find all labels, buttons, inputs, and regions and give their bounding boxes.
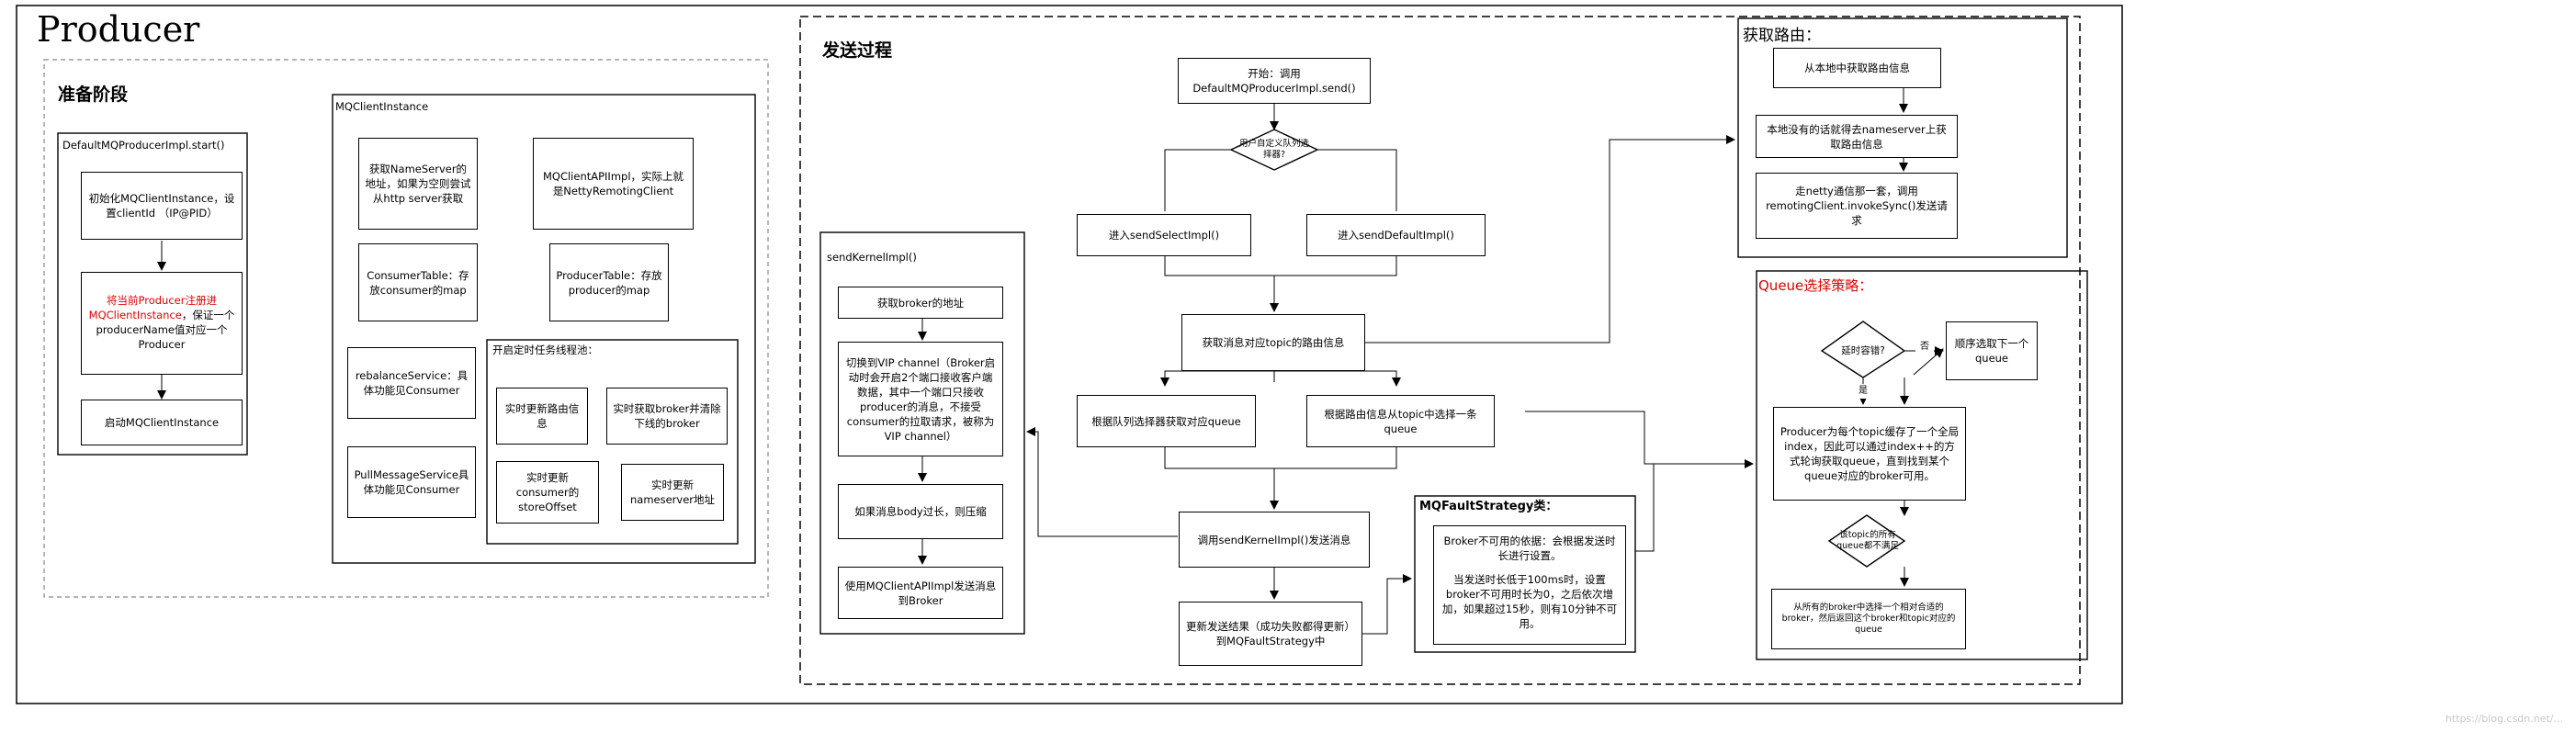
all-unavailable-text: 该topic的所有queue都不满足 <box>1836 530 1899 551</box>
kernel-call-box: 调用sendKernelImpl()发送消息 <box>1179 512 1370 568</box>
fault-frame <box>1414 495 1636 653</box>
prep-frame <box>43 59 769 598</box>
init-box: 初始化MQClientInstance，设置clientId （IP@PID） <box>81 172 243 240</box>
prep-heading: 准备阶段 <box>58 84 129 105</box>
send-start-box: 开始：调用DefaultMQProducerImpl.send() <box>1178 58 1371 104</box>
route-netty-box: 走netty通信那一套，调用remotingClient.invokeSync(… <box>1756 173 1958 239</box>
fault-box: Broker不可用的依据：会根据发送时长进行设置。 当发送时长低于100ms时，… <box>1433 525 1626 645</box>
custom-selector-diamond <box>1229 129 1319 171</box>
default-impl-box: 进入sendDefaultImpl() <box>1306 214 1486 256</box>
consumer-table-box: ConsumerTable：存放consumer的map <box>358 243 478 321</box>
register-rest-text: ，保证一个producerName值对应一个Producer <box>96 309 235 351</box>
send-frame <box>799 16 2081 685</box>
queue-frame <box>1756 270 2088 660</box>
pull-service-box: PullMessageService具体功能见Consumer <box>347 446 476 518</box>
route-local-box: 从本地中获取路由信息 <box>1773 48 1941 88</box>
queue-heading: Queue选择策略： <box>1758 277 1873 294</box>
watermark: https://blog.csdn.net/... <box>2445 713 2563 725</box>
timer-frame <box>486 339 739 545</box>
kernel-frame <box>819 231 1025 635</box>
sequential-box: 顺序选取下一个queue <box>1946 321 2038 380</box>
apiimpl-box: MQClientAPIImpl，实际上就是NettyRemotingClient <box>533 138 694 230</box>
start-instance-box: 启动MQClientInstance <box>81 400 243 445</box>
mqci-frame <box>332 94 756 564</box>
page-title: Producer <box>37 9 200 50</box>
outer-frame <box>16 5 2123 704</box>
producer-index-box: Producer为每个topic缓存了一个全局index，因此可以通过index… <box>1773 407 1966 501</box>
vip-box: 切换到VIP channel（Broker启动时会开启2个端口接收客户端数据，其… <box>838 342 1003 456</box>
topic-route-box: 获取消息对应topic的路由信息 <box>1181 314 1365 371</box>
kernel-label: sendKernelImpl() <box>827 251 917 264</box>
timer-label: 开启定时任务线程池： <box>492 343 598 356</box>
route-frame <box>1737 17 2068 258</box>
all-unavailable-diamond <box>1827 514 1906 568</box>
register-red-text: 将当前Producer注册进MQClientInstance <box>88 294 217 321</box>
producer-table-box: ProducerTable：存放producer的map <box>549 243 669 321</box>
route-nameserver-box: 本地没有的话就得去nameserver上获取路由信息 <box>1756 115 1958 158</box>
nameserver-box: 获取NameServer的地址，如果为空则尝试从http server获取 <box>358 138 478 230</box>
custom-selector-text: 用户自定义队列选择器? <box>1238 139 1309 160</box>
from-route-box: 根据路由信息从topic中选择一条queue <box>1306 395 1495 447</box>
timer-route-box: 实时更新路由信息 <box>496 388 588 445</box>
register-box: 将当前Producer注册进MQClientInstance，保证一个produ… <box>81 272 243 375</box>
get-broker-box: 获取broker的地址 <box>838 287 1003 319</box>
compress-box: 如果消息body过长，则压缩 <box>838 484 1003 539</box>
fault-p1: Broker不可用的依据：会根据发送时长进行设置。 <box>1443 535 1616 562</box>
api-send-box: 使用MQClientAPIImpl发送消息到Broker <box>838 567 1003 619</box>
mqci-label: MQClientInstance <box>335 100 429 113</box>
yes-label: 是 <box>1856 384 1870 399</box>
timer-broker-box: 实时获取broker并清除下线的broker <box>606 388 728 445</box>
no-label: 否 <box>1915 340 1934 355</box>
tolerance-text: 延时容错? <box>1841 345 1885 356</box>
start-impl-frame <box>57 132 248 456</box>
update-result-box: 更新发送结果（成功失败都得更新）到MQFaultStrategy中 <box>1179 602 1362 666</box>
fallback-box: 从所有的broker中选择一个相对合适的broker，然后返回这个broker和… <box>1771 589 1966 649</box>
start-impl-label: DefaultMQProducerImpl.start() <box>62 139 225 152</box>
by-selector-box: 根据队列选择器获取对应queue <box>1077 395 1256 447</box>
fault-heading: MQFaultStrategy类： <box>1419 500 1558 513</box>
timer-offset-box: 实时更新consumer的storeOffset <box>496 461 599 524</box>
send-heading: 发送过程 <box>822 40 893 61</box>
route-heading: 获取路由： <box>1743 27 1821 45</box>
select-impl-box: 进入sendSelectImpl() <box>1077 214 1251 256</box>
rebalance-box: rebalanceService：具体功能见Consumer <box>347 347 476 419</box>
timer-ns-box: 实时更新nameserver地址 <box>621 464 724 521</box>
fault-p2: 当发送时长低于100ms时，设置broker不可用时长为0，之后依次增加，如果超… <box>1441 573 1618 630</box>
